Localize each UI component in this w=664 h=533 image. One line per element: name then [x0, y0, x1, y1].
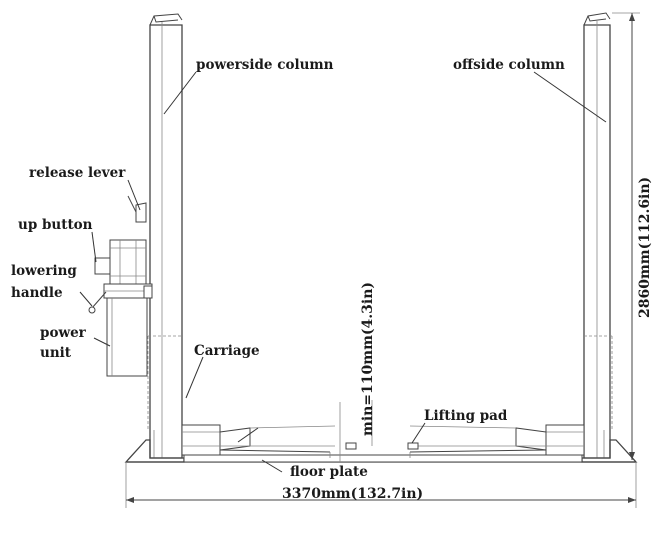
width-dimension-label: 3370mm(132.7in): [282, 486, 423, 502]
floor-plate-label: floor plate: [290, 464, 368, 480]
power-unit-label-line1: power: [40, 325, 87, 341]
leader-lines: [79, 71, 607, 473]
up-button-label: up button: [18, 217, 93, 233]
offside-column-label: offside column: [453, 57, 565, 73]
lowering-handle-label-line1: lowering: [11, 263, 77, 279]
carriage-label: Carriage: [194, 343, 260, 359]
powerside-column-label: powerside column: [196, 57, 334, 73]
height-dimension: 2860mm(112.6in): [612, 12, 653, 460]
min-height-label: min=110mm(4.3in): [360, 282, 376, 436]
offside-column: [583, 12, 613, 459]
power-unit-label-line2: unit: [40, 345, 72, 361]
height-dimension-label: 2860mm(112.6in): [637, 177, 653, 318]
lowering-handle-label-line2: handle: [11, 285, 63, 301]
min-height-dimension: min=110mm(4.3in): [339, 282, 376, 462]
carriage-left: [181, 424, 357, 456]
power-unit: [88, 239, 153, 377]
powerside-column: [147, 13, 183, 459]
release-lever: [127, 195, 147, 223]
release-lever-label: release lever: [29, 165, 126, 181]
base-frame: [124, 439, 638, 463]
width-dimension: 3370mm(132.7in): [125, 462, 637, 508]
lifting-pad-label: Lifting pad: [424, 408, 508, 424]
carriage-right: [407, 424, 585, 456]
